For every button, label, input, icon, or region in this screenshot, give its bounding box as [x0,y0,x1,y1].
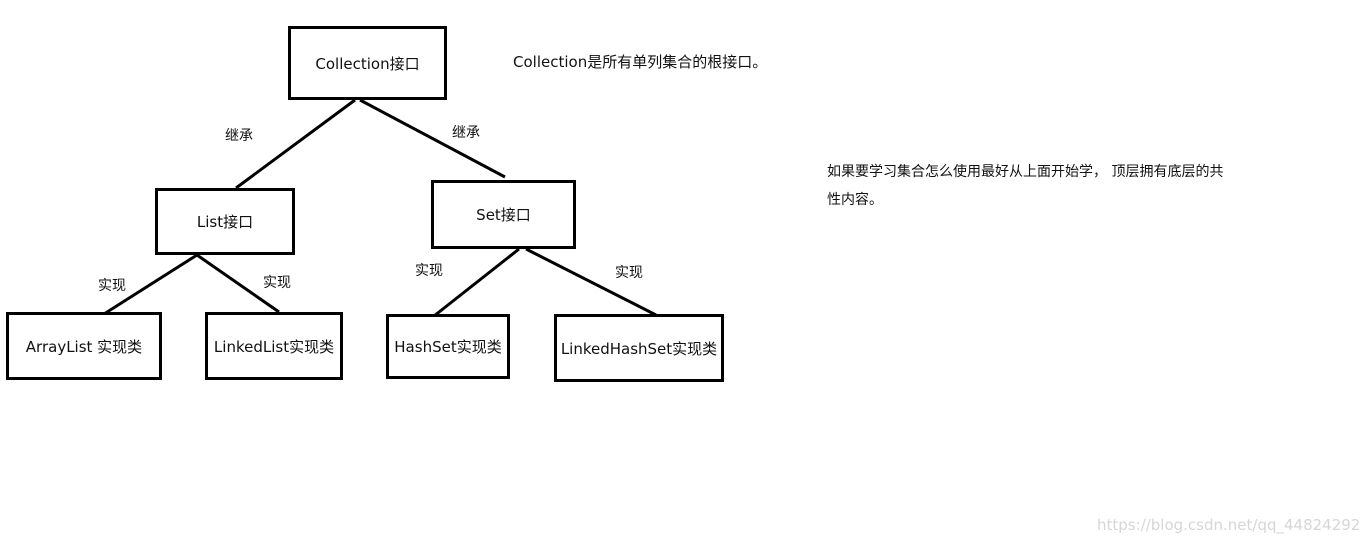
hashset-class-label: HashSet实现类 [394,338,502,356]
study-advice-note: 如果要学习集合怎么使用最好从上面开始学， 顶层拥有底层的共 性内容。 [827,158,1267,214]
arraylist-class-label: ArrayList 实现类 [25,337,143,356]
root-interface-note: Collection是所有单列集合的根接口。 [513,53,768,71]
set-interface-label: Set接口 [476,206,531,224]
linkedhashset-class-box: LinkedHashSet实现类 [554,314,724,382]
arraylist-class-box: ArrayList 实现类 [6,312,162,380]
collection-interface-label: Collection接口 [315,54,420,73]
edge-label-collection-list: 继承 [225,128,253,144]
study-advice-line-1: 如果要学习集合怎么使用最好从上面开始学， 顶层拥有底层的共 [827,164,1224,180]
edge-label-set-hashset: 实现 [415,263,443,279]
linkedlist-class-label: LinkedList实现类 [213,337,335,356]
list-interface-label: List接口 [196,213,254,231]
edge-label-collection-set: 继承 [452,125,480,141]
edge-set-hashset [433,247,520,318]
edge-collection-list [235,98,356,190]
set-interface-box: Set接口 [431,180,576,249]
list-interface-box: List接口 [155,188,295,255]
linkedhashset-class-label: LinkedHashSet实现类 [560,339,718,358]
hashset-class-box: HashSet实现类 [386,314,510,379]
edge-label-set-linkedhashset: 实现 [615,265,643,281]
edge-label-list-arraylist: 实现 [98,278,126,294]
source-watermark: https://blog.csdn.net/qq_44824292 [1097,516,1360,534]
edge-list-arraylist [103,253,198,316]
linkedlist-class-box: LinkedList实现类 [205,312,343,380]
edge-collection-set [359,98,506,179]
edge-label-list-linkedlist: 实现 [263,275,291,291]
edge-set-linkedhashset [525,247,657,317]
collection-interface-box: Collection接口 [288,26,447,100]
study-advice-line-2: 性内容。 [827,192,883,208]
edge-list-linkedlist [196,253,280,314]
